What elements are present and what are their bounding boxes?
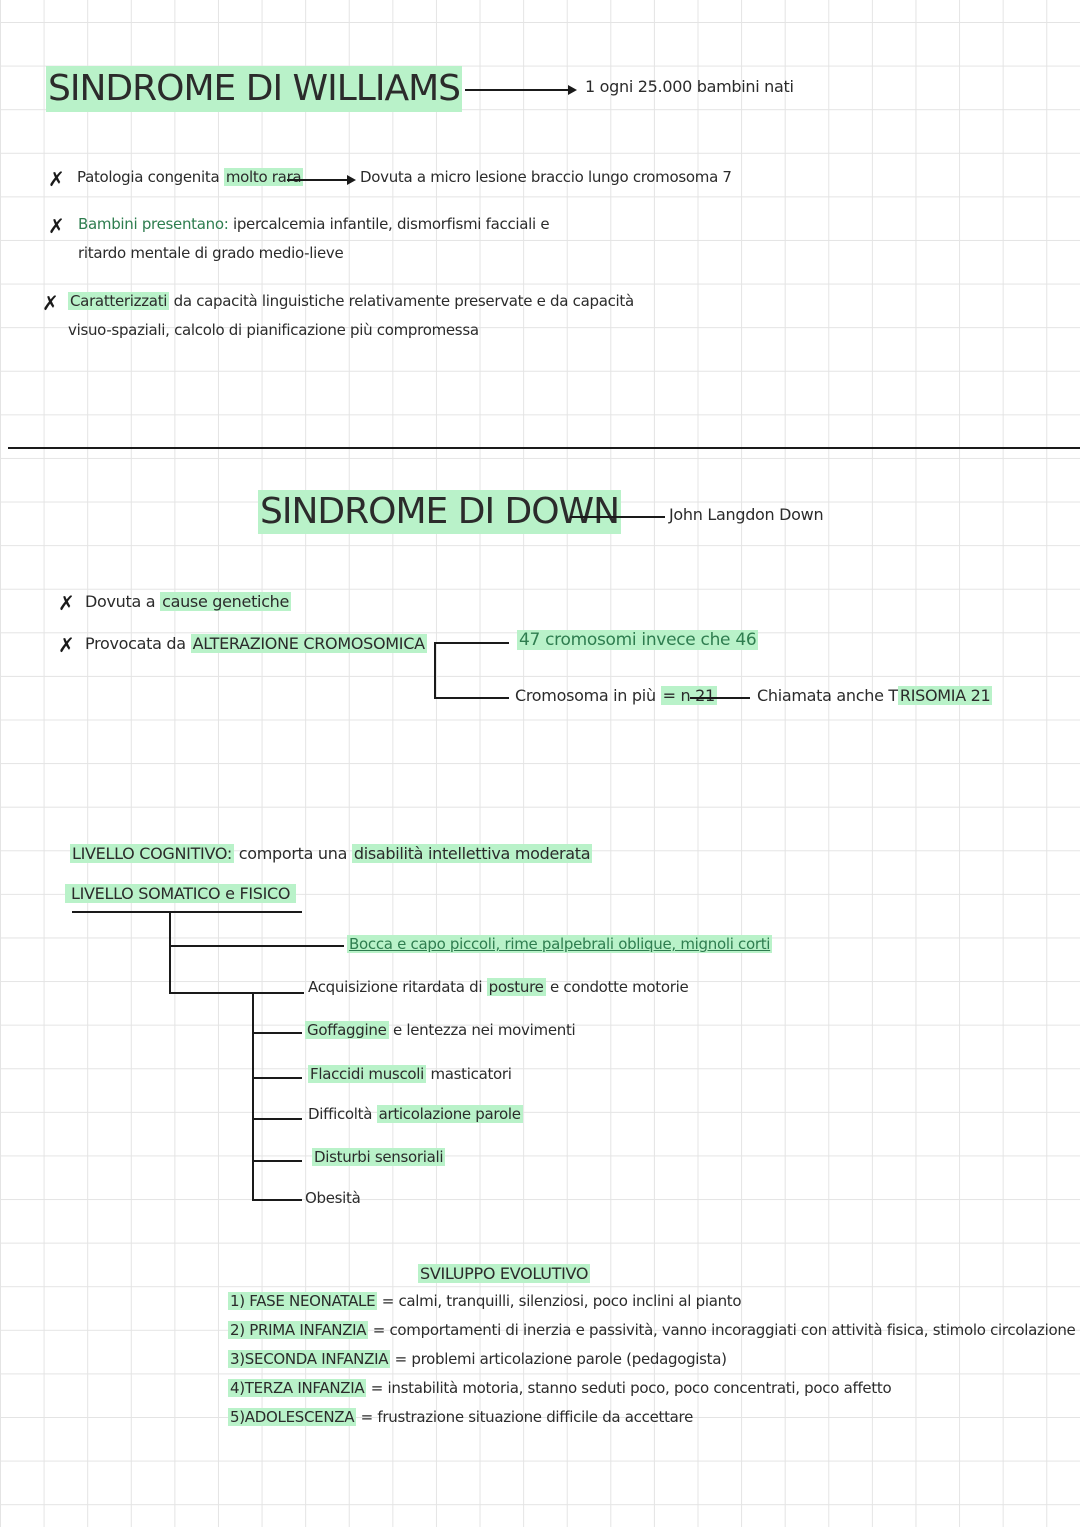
livello-cognitivo: LIVELLO COGNITIVO: comporta una disabili… (70, 844, 593, 863)
check-icon: ✗ (48, 214, 65, 238)
down-title: SINDROME DI DOWN (258, 490, 622, 534)
williams-point-3: Caratterizzati da capacità linguistiche … (68, 292, 634, 310)
down-cause-2-highlight: ALTERAZIONE CROMOSOMICA (190, 634, 427, 653)
phase-3-text: = problemi articolazione parole (pedagog… (390, 1350, 727, 1368)
somatic-item-4: Flaccidi muscoli masticatori (308, 1065, 512, 1083)
somatic-item-5-text: Difficoltà (308, 1105, 377, 1123)
arrow-icon (347, 175, 356, 185)
williams-title: SINDROME DI WILLIAMS (46, 66, 462, 112)
discoverer-line (570, 516, 665, 518)
tree-sub-trunk (252, 992, 254, 1200)
somatic-item-5-highlight: articolazione parole (376, 1105, 523, 1123)
somatic-item-7: Obesità (305, 1189, 361, 1207)
phase-5-text: = frustrazione situazione difficile da a… (356, 1408, 694, 1426)
check-icon: ✗ (48, 167, 65, 191)
somatic-item-4-highlight: Flaccidi muscoli (308, 1065, 426, 1083)
phase-2: 2) PRIMA INFANZIA = comportamenti di ine… (228, 1321, 1076, 1339)
alias-line (690, 697, 750, 699)
williams-point-1: Patologia congenita molto rara (77, 168, 304, 186)
tree-trunk (169, 912, 171, 994)
somatic-item-2-rest: e condotte motorie (545, 978, 689, 996)
sviluppo-title: SVILUPPO EVOLUTIVO (418, 1264, 591, 1283)
phase-4-text: = instabilità motoria, stanno seduti poc… (366, 1379, 892, 1397)
livello-somatico: LIVELLO SOMATICO e FISICO (65, 884, 297, 903)
somatic-item-2: Acquisizione ritardata di posture e cond… (308, 978, 689, 996)
tree-sub-5 (252, 1199, 302, 1201)
williams-point-2: Bambini presentano: ipercalcemia infanti… (78, 215, 550, 233)
bracket-vertical (434, 642, 436, 698)
phase-2-text: = comportamenti di inerzia e passività, … (368, 1321, 1076, 1339)
livello-cognitivo-text: comporta una (233, 844, 352, 863)
phase-3-label: 3)SECONDA INFANZIA (228, 1350, 391, 1368)
tree-sub-1 (252, 1032, 302, 1034)
tree-branch-mid (169, 992, 304, 994)
check-icon: ✗ (58, 633, 75, 657)
down-cause-2-text: Provocata da (85, 634, 191, 653)
williams-point-3-text: da capacità linguistiche relativamente p… (169, 292, 635, 310)
somatic-item-2-text: Acquisizione ritardata di (308, 978, 487, 996)
phase-5-label: 5)ADOLESCENZA (228, 1408, 357, 1426)
phase-1: 1) FASE NEONATALE = calmi, tranquilli, s… (228, 1292, 742, 1310)
somatico-underline (72, 911, 302, 913)
phase-2-label: 2) PRIMA INFANZIA (228, 1321, 369, 1339)
tree-sub-4 (252, 1160, 302, 1162)
somatic-item-5: Difficoltà articolazione parole (308, 1105, 523, 1123)
bracket-top (434, 642, 509, 644)
chromosome-branch-2: Cromosoma in più = n 21 (515, 686, 717, 705)
somatic-item-3-highlight: Goffaggine (305, 1021, 389, 1039)
bracket-bottom (434, 697, 509, 699)
somatic-item-2-highlight: posture (486, 978, 546, 996)
incidence-text: 1 ogni 25.000 bambini nati (585, 77, 794, 96)
somatic-item-3: Goffaggine e lentezza nei movimenti (305, 1021, 576, 1039)
williams-point-1-highlight: molto rara (223, 168, 304, 186)
trisomia-alias-highlight: RISOMIA 21 (897, 686, 993, 705)
tree-sub-2 (252, 1077, 302, 1079)
williams-point-3-line2: visuo-spaziali, calcolo di pianificazion… (68, 321, 479, 339)
williams-point-3-highlight: Caratterizzati (68, 292, 170, 310)
williams-point-2-line2: ritardo mentale di grado medio-lieve (78, 244, 344, 262)
somatic-item-6: Disturbi sensoriali (312, 1148, 446, 1166)
tree-sub-3 (252, 1118, 302, 1120)
tree-branch-top (169, 945, 344, 947)
down-cause-2: Provocata da ALTERAZIONE CROMOSOMICA (85, 634, 427, 653)
williams-point-2-highlight: Bambini presentano: (78, 215, 229, 233)
somatic-item-1: Bocca e capo piccoli, rime palpebrali ob… (347, 935, 773, 953)
somatic-item-4-rest: masticatori (426, 1065, 512, 1083)
chromosome-branch-2-text: Cromosoma in più (515, 686, 661, 705)
down-cause-1-text: Dovuta a (85, 592, 161, 611)
livello-cognitivo-label: LIVELLO COGNITIVO: (70, 844, 234, 863)
phase-1-text: = calmi, tranquilli, silenziosi, poco in… (377, 1292, 742, 1310)
discoverer: John Langdon Down (669, 505, 824, 524)
arrow-icon (568, 85, 577, 95)
incidence-arrow-line (465, 89, 570, 91)
phase-1-label: 1) FASE NEONATALE (228, 1292, 378, 1310)
williams-cause: Dovuta a micro lesione braccio lungo cro… (360, 168, 732, 186)
check-icon: ✗ (42, 291, 59, 315)
chromosome-branch-2-highlight: = n 21 (660, 686, 717, 705)
phase-5: 5)ADOLESCENZA = frustrazione situazione … (228, 1408, 693, 1426)
down-cause-1-highlight: cause genetiche (160, 592, 292, 611)
check-icon: ✗ (58, 591, 75, 615)
phase-4-label: 4)TERZA INFANZIA (228, 1379, 367, 1397)
livello-cognitivo-highlight: disabilità intellettiva moderata (351, 844, 593, 863)
section-divider (8, 447, 1080, 449)
chromosome-branch-1: 47 cromosomi invece che 46 (517, 630, 759, 650)
williams-point-1-text: Patologia congenita (77, 168, 224, 186)
phase-3: 3)SECONDA INFANZIA = problemi articolazi… (228, 1350, 727, 1368)
somatic-item-3-rest: e lentezza nei movimenti (388, 1021, 576, 1039)
williams-point-2-text: ipercalcemia infantile, dismorfismi facc… (228, 215, 550, 233)
down-cause-1: Dovuta a cause genetiche (85, 592, 292, 611)
phase-4: 4)TERZA INFANZIA = instabilità motoria, … (228, 1379, 892, 1397)
cause-arrow-line (287, 179, 349, 181)
trisomia-alias-text: Chiamata anche T (757, 686, 898, 705)
